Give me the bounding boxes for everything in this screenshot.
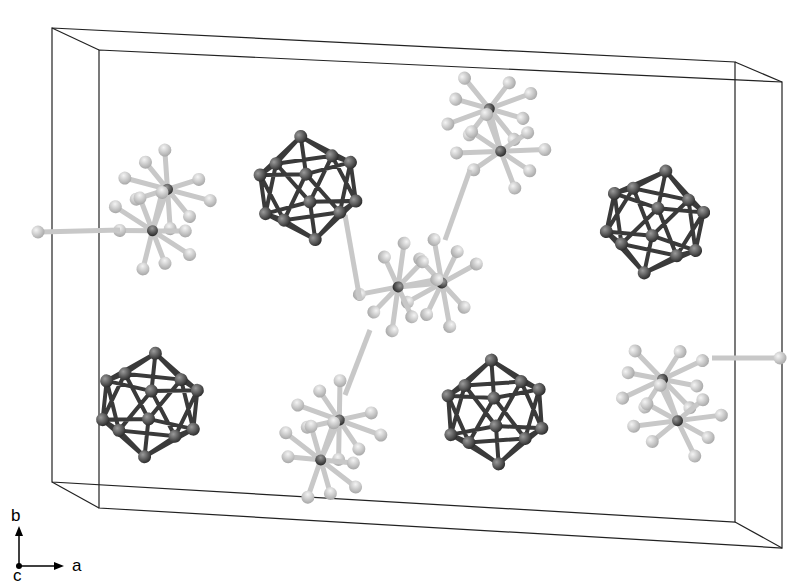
anion-molecules <box>32 52 787 537</box>
axis-triad <box>15 526 64 570</box>
axis-label: a <box>72 557 81 574</box>
icosahedral-clusters <box>92 123 718 474</box>
axis-label: b <box>11 507 20 524</box>
axis-label: c <box>13 567 22 584</box>
unit-cell <box>52 28 782 548</box>
